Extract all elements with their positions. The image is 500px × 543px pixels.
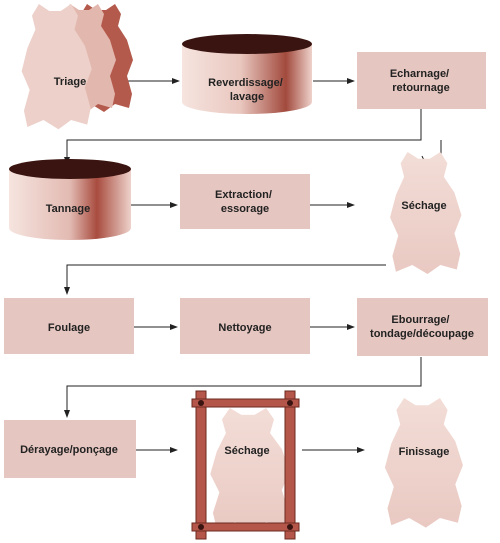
step-ebourrage: Ebourrage/ tondage/découpage bbox=[357, 298, 488, 356]
step-sechage-1: Séchage bbox=[390, 152, 462, 275]
arrowhead bbox=[64, 410, 70, 418]
step-label: Dérayage/ponçage bbox=[20, 444, 118, 456]
drum-lid bbox=[182, 34, 312, 54]
step-label: Echarnage/ retournage bbox=[390, 68, 452, 94]
arrowhead bbox=[170, 202, 178, 208]
stretched-hide-icon bbox=[210, 408, 290, 532]
step-reverdissage: Reverdissage/ lavage bbox=[182, 34, 312, 114]
step-box bbox=[4, 420, 136, 478]
step-label: Nettoyage bbox=[218, 322, 271, 334]
step-label: Ebourrage/ tondage/découpage bbox=[370, 314, 474, 340]
arrowhead bbox=[357, 447, 365, 453]
step-label: Tannage bbox=[46, 203, 90, 215]
step-label: Séchage bbox=[224, 445, 269, 457]
drum-lid bbox=[9, 159, 131, 179]
step-derayage: Dérayage/ponçage bbox=[4, 420, 136, 478]
step-label: Séchage bbox=[401, 200, 446, 212]
step-label: Triage bbox=[54, 76, 86, 88]
step-echarnage: Echarnage/ retournage bbox=[357, 52, 486, 109]
step-box bbox=[357, 298, 488, 356]
drum-body bbox=[182, 44, 312, 114]
drying-frame bbox=[191, 390, 300, 540]
arrow-sechage-foulage bbox=[66, 264, 386, 289]
step-nettoyage: Nettoyage bbox=[180, 298, 310, 354]
step-sechage-2: Séchage bbox=[191, 390, 300, 540]
arrow-echarnage-tannage bbox=[66, 109, 422, 159]
step-box bbox=[180, 298, 310, 354]
hanging-hide-icon bbox=[390, 152, 462, 275]
arrow-ebourrage-derayage bbox=[66, 357, 422, 412]
step-label: Reverdissage/ lavage bbox=[208, 77, 286, 103]
step-box bbox=[180, 174, 310, 229]
arrowhead bbox=[347, 78, 355, 84]
finished-hide-icon bbox=[384, 398, 463, 528]
step-finissage: Finissage bbox=[384, 398, 463, 528]
step-label: Foulage bbox=[48, 322, 90, 334]
arrowhead bbox=[347, 202, 355, 208]
arrowhead bbox=[170, 324, 178, 330]
step-box bbox=[357, 52, 486, 109]
step-triage: Triage bbox=[21, 4, 133, 130]
step-box bbox=[4, 298, 134, 354]
arrowhead bbox=[347, 324, 355, 330]
step-label: Finissage bbox=[399, 446, 450, 458]
step-extraction: Extraction/ essorage bbox=[180, 174, 310, 229]
drum-body bbox=[9, 169, 131, 240]
step-label: Extraction/ essorage bbox=[215, 189, 275, 215]
arrowhead bbox=[172, 78, 180, 84]
arrowhead bbox=[170, 447, 178, 453]
connectors bbox=[64, 78, 442, 453]
arrowhead bbox=[64, 287, 70, 295]
step-tannage: Tannage bbox=[9, 159, 131, 240]
step-foulage: Foulage bbox=[4, 298, 134, 354]
